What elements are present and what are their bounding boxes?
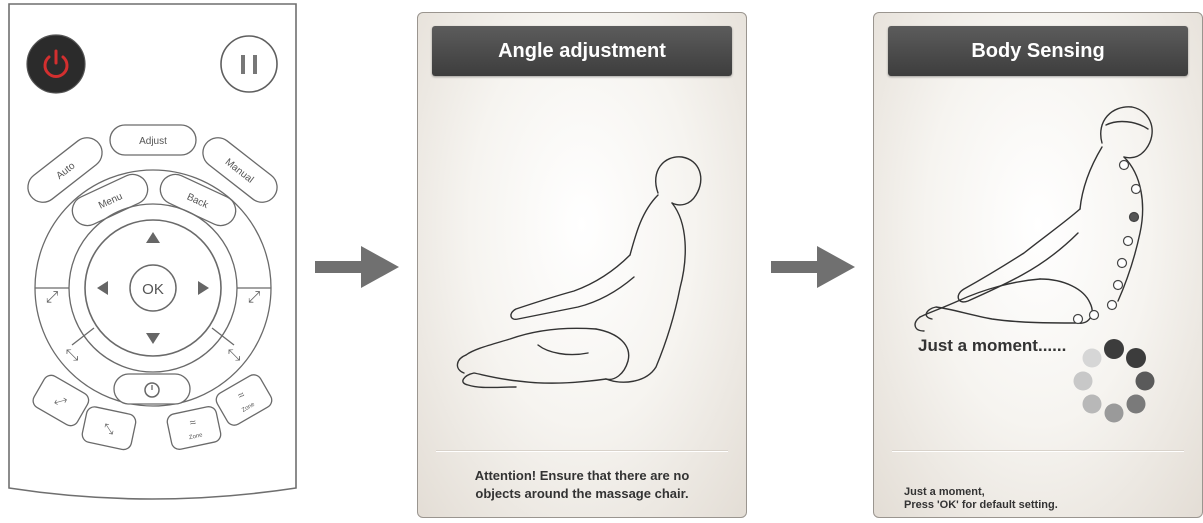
recline-up-right-button[interactable]: ⤢ — [236, 262, 270, 314]
recline-icon: ⤢ — [46, 289, 59, 306]
adjust-label: Adjust — [139, 136, 167, 147]
scan-points — [1074, 161, 1141, 324]
recline-down-left-button[interactable]: ⤡ — [50, 330, 90, 370]
arrow-right-icon — [771, 243, 859, 291]
body-scan-illustration — [874, 83, 1203, 343]
attention-message: Attention! Ensure that there are no obje… — [432, 467, 732, 503]
loading-message: Just a moment...... — [918, 336, 1066, 356]
arrow-right-icon — [315, 243, 403, 291]
default-setting-note: Just a moment, Press 'OK' for default se… — [904, 486, 1058, 512]
divider — [892, 451, 1184, 452]
pause-button[interactable] — [221, 36, 277, 92]
angle-adjustment-screen: Angle adjustment Attention! Ensure that … — [417, 12, 747, 518]
divider — [436, 451, 728, 452]
ok-button[interactable]: OK — [130, 265, 176, 311]
timer-button[interactable] — [114, 374, 190, 404]
body-sensing-screen: Body Sensing — [873, 12, 1203, 518]
angle-adjustment-title: Angle adjustment — [432, 26, 732, 76]
legrest-right-icon: ⤡ — [228, 347, 241, 364]
body-sensing-title: Body Sensing — [888, 26, 1188, 76]
power-button[interactable] — [27, 35, 85, 93]
recline-right-icon: ⤢ — [248, 289, 261, 306]
remote-control: Adjust Auto Manual Menu Back ⤢ ⤡ ⤢ ⤡ — [0, 0, 306, 523]
recline-down-right-button[interactable]: ⤡ — [216, 330, 256, 370]
recline-up-left-button[interactable]: ⤢ — [36, 262, 70, 314]
reclined-body-illustration — [418, 83, 747, 423]
legrest-icon: ⤡ — [66, 347, 79, 364]
loading-spinner-icon — [1064, 331, 1164, 431]
ok-label: OK — [142, 281, 164, 298]
adjust-button[interactable]: Adjust — [110, 125, 196, 155]
